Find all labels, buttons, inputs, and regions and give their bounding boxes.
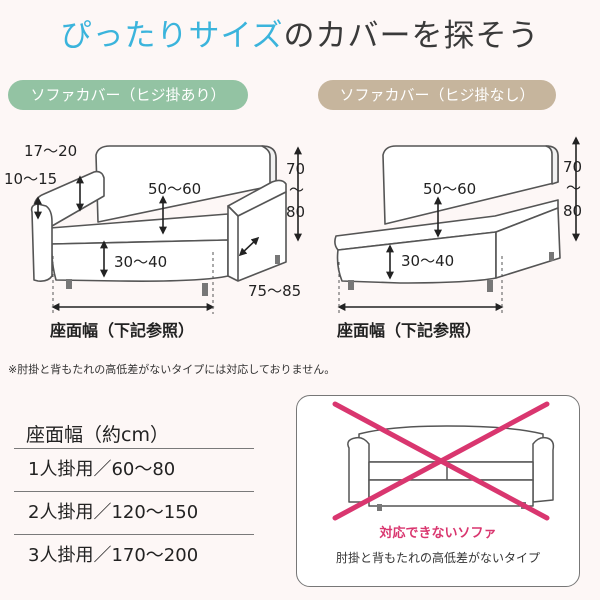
dim-armrest-width: 10〜15 — [4, 170, 58, 188]
sofa-without-armrest — [334, 145, 561, 284]
title-rest: のカバーを探そう — [283, 18, 540, 54]
label-with-armrest: ソファカバー（ヒジ掛あり） — [8, 80, 248, 110]
sofa-leg — [202, 283, 208, 296]
unsupported-sofa-illustration — [332, 401, 555, 521]
size-table-title: 座面幅（約cm） — [26, 424, 169, 446]
page-title: ぴったりサイズのカバーを探そう — [0, 10, 600, 55]
sofa-with-armrest — [30, 145, 287, 282]
sofa-leg — [487, 280, 493, 292]
dim-seat-width-2: 座面幅（下記参照） — [337, 321, 482, 340]
size-row: 3人掛用／170〜200 — [14, 534, 254, 577]
size-row: 2人掛用／120〜150 — [14, 491, 254, 534]
title-accent: ぴったりサイズ — [60, 18, 284, 54]
dim-depth: 75〜85 — [248, 282, 302, 300]
dim-seat-height-2: 30〜40 — [401, 252, 455, 270]
dim-total-height-tilde: 〜 — [289, 181, 305, 199]
unsupported-description: 肘掛と背もたれの高低差がないタイプ — [335, 551, 540, 565]
dim-total-height-bottom-2: 80 — [563, 202, 583, 220]
label-without-armrest: ソファカバー（ヒジ掛なし） — [318, 80, 556, 110]
sofa-leg — [348, 280, 354, 290]
size-row: 1人掛用／60〜80 — [14, 448, 254, 491]
dim-seat-height: 30〜40 — [114, 253, 168, 271]
footnote: ※肘掛と背もたれの高低差がないタイプには対応しておりません。 — [8, 363, 336, 376]
dim-armrest-height: 17〜20 — [24, 142, 78, 160]
unsupported-caption: 対応できないソファ — [379, 526, 497, 541]
dim-total-height-top: 70 — [286, 160, 306, 178]
sofa-leg — [275, 255, 280, 264]
dim-total-height-tilde-2: 〜 — [566, 179, 582, 197]
dim-back-height-2: 50〜60 — [423, 180, 477, 198]
dim-back-height: 50〜60 — [148, 180, 202, 198]
dim-seat-width: 座面幅（下記参照） — [50, 321, 195, 340]
dim-total-height-top-2: 70 — [563, 158, 583, 176]
dim-total-height-bottom: 80 — [286, 203, 306, 221]
size-table: 1人掛用／60〜80 2人掛用／120〜150 3人掛用／170〜200 — [14, 448, 254, 577]
sofa-leg — [66, 279, 72, 289]
sofa-leg — [549, 252, 554, 261]
unsupported-sofa-box: 対応できないソファ 肘掛と背もたれの高低差がないタイプ — [296, 395, 580, 587]
cross-mark-icon — [332, 401, 550, 521]
arrow-depth — [238, 236, 260, 257]
